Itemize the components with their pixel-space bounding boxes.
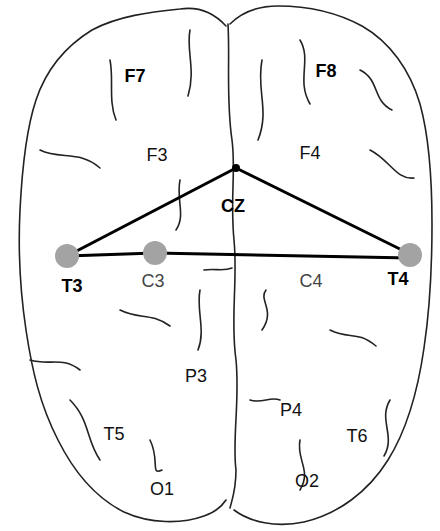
midline-fissure bbox=[228, 24, 237, 508]
sulcus bbox=[150, 440, 162, 471]
electrode-label: T6 bbox=[346, 427, 367, 445]
electrode-label: F7 bbox=[124, 67, 145, 85]
sulcus bbox=[120, 310, 170, 326]
electrode-dot bbox=[398, 243, 422, 267]
sulcus bbox=[262, 290, 268, 330]
left-hemisphere bbox=[19, 8, 226, 521]
electrode-label: T5 bbox=[103, 425, 124, 443]
electrode-label: T4 bbox=[387, 270, 408, 288]
vertex-dot bbox=[232, 164, 240, 172]
sulcus bbox=[250, 399, 280, 401]
electrode-label: O2 bbox=[295, 472, 319, 490]
sulcus bbox=[40, 150, 100, 168]
sulcus bbox=[70, 400, 100, 460]
sulcus bbox=[30, 360, 80, 370]
sulcus bbox=[330, 330, 376, 346]
electrode-label: CZ bbox=[221, 197, 245, 215]
sulcus bbox=[258, 60, 263, 140]
electrode-label: F8 bbox=[315, 62, 336, 80]
sulcus bbox=[176, 180, 181, 230]
sulcus bbox=[204, 268, 232, 270]
electrode-dot bbox=[55, 244, 79, 268]
electrode-label: C4 bbox=[299, 272, 322, 290]
sulcus bbox=[188, 30, 191, 96]
electrode-label: O1 bbox=[150, 480, 174, 498]
right-hemisphere bbox=[230, 6, 432, 524]
sulcus bbox=[198, 290, 201, 350]
measure-line bbox=[236, 168, 410, 254]
electrode-label: C3 bbox=[141, 272, 164, 290]
sulcus bbox=[360, 70, 392, 110]
sulcus bbox=[110, 60, 116, 120]
measure-line bbox=[67, 253, 155, 256]
measure-line bbox=[155, 253, 410, 258]
electrode-label: P4 bbox=[280, 401, 302, 419]
electrode-label: F4 bbox=[299, 144, 320, 162]
sulcus bbox=[300, 40, 310, 104]
electrode-dot bbox=[143, 241, 167, 265]
sulcus bbox=[370, 150, 414, 178]
electrode-label: F3 bbox=[146, 146, 167, 164]
sulcus bbox=[384, 400, 390, 456]
electrode-label: P3 bbox=[185, 367, 207, 385]
electrode-label: T3 bbox=[61, 277, 82, 295]
